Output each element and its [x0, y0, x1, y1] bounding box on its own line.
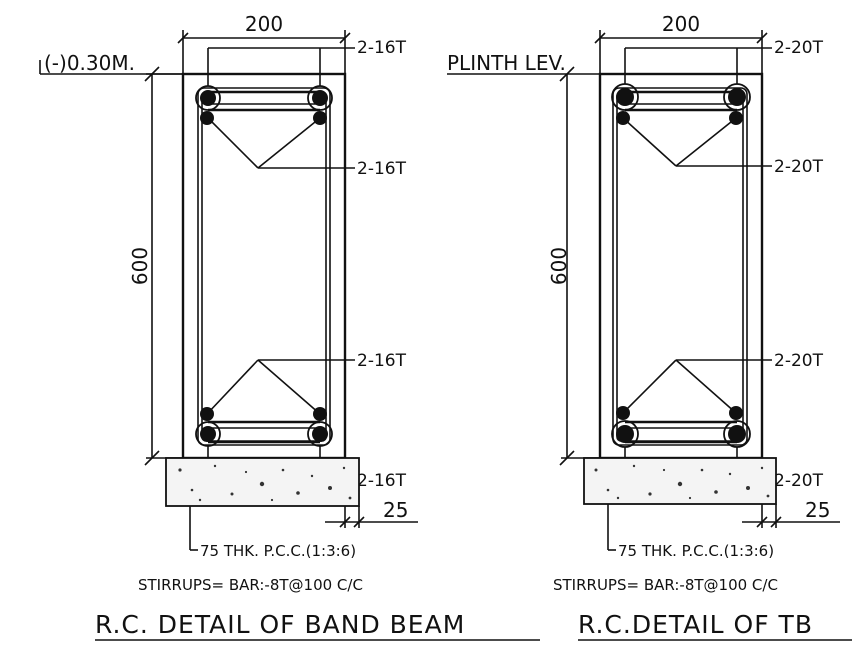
bottom-bar-label-b: 2-16T — [357, 471, 407, 491]
bottom-tie-bars — [208, 420, 320, 444]
bottom-bar-label-a: 2-20T — [774, 351, 824, 371]
cover-dimension: 25 — [742, 498, 840, 528]
detail-title: R.C. DETAIL OF BAND BEAM — [95, 610, 465, 639]
top-bar-label-b: 2-20T — [774, 157, 824, 177]
width-dimension: 200 — [177, 12, 351, 74]
top-rebars — [195, 85, 333, 125]
top-bar-label-a: 2-16T — [357, 38, 407, 58]
depth-dim-label: 600 — [128, 247, 152, 285]
cover-dim-label: 25 — [805, 498, 830, 522]
top-bar-label-b: 2-16T — [357, 159, 407, 179]
band-beam-detail: 200 (-)0.30M. 600 — [39, 12, 540, 641]
pcc-note: 75 THK. P.C.C.(1:3:6) — [607, 504, 774, 560]
top-tie-bars — [208, 90, 320, 112]
bottom-tie-bars — [625, 420, 737, 444]
depth-dimension: 600 — [547, 66, 600, 466]
top-bar-leaders: 2-20T 2-20T — [622, 38, 824, 177]
tie-beam-detail: 200 PLINTH LEV. 600 — [447, 12, 852, 641]
depth-dim-label: 600 — [547, 247, 571, 285]
width-dim-label: 200 — [245, 12, 283, 36]
detail-title: R.C.DETAIL OF TB — [578, 610, 813, 639]
bottom-bar-label-a: 2-16T — [357, 351, 407, 371]
pcc-note: 75 THK. P.C.C.(1:3:6) — [189, 506, 356, 560]
width-dim-label: 200 — [662, 12, 700, 36]
level-label: (-)0.30M. — [44, 51, 135, 75]
stirrup — [197, 87, 331, 446]
beam-outline — [598, 72, 764, 460]
level-label: PLINTH LEV. — [447, 51, 566, 75]
pcc-bed — [583, 457, 777, 505]
pcc-note-text: 75 THK. P.C.C.(1:3:6) — [618, 542, 774, 560]
level-marker: (-)0.30M. — [39, 51, 183, 75]
top-bar-label-a: 2-20T — [774, 38, 824, 58]
bottom-rebars — [195, 407, 333, 447]
level-marker: PLINTH LEV. — [447, 51, 600, 75]
depth-dimension: 600 — [128, 66, 183, 466]
cover-dimension: 25 — [325, 498, 418, 528]
stirrup — [612, 87, 748, 446]
pcc-bed — [165, 457, 360, 507]
stirrups-note: STIRRUPS= BAR:-8T@100 C/C — [138, 576, 363, 594]
cover-dim-label: 25 — [383, 498, 408, 522]
pcc-note-text: 75 THK. P.C.C.(1:3:6) — [200, 542, 356, 560]
bottom-bar-label-b: 2-20T — [774, 471, 824, 491]
beam-outline — [181, 72, 347, 460]
stirrups-note: STIRRUPS= BAR:-8T@100 C/C — [553, 576, 778, 594]
width-dimension: 200 — [594, 12, 768, 74]
top-tie-bars — [625, 90, 737, 112]
top-bar-leaders: 2-16T 2-16T — [207, 38, 407, 179]
